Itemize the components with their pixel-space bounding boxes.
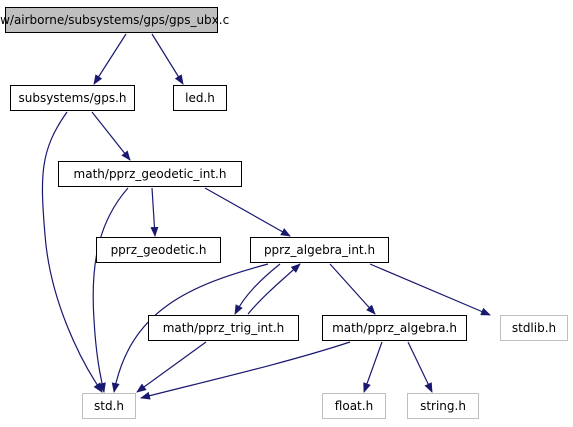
- node-std-h: std.h: [82, 393, 136, 419]
- edge-algebra_int-to-algebra: [329, 263, 376, 315]
- node-string-h: string.h: [407, 393, 479, 419]
- node-label: math/pprz_trig_int.h: [162, 321, 285, 335]
- node-gps-h[interactable]: subsystems/gps.h: [10, 85, 135, 111]
- node-label: pprz_geodetic.h: [110, 243, 207, 257]
- edge-geodetic_int-to-algebra_int: [204, 187, 291, 237]
- node-label: math/pprz_geodetic_int.h: [73, 167, 227, 181]
- edge-geodetic_int-to-std: [92, 187, 129, 393]
- node-label: sw/airborne/subsystems/gps/gps_ubx.c: [0, 13, 230, 27]
- node-pprz-geodetic-int-h[interactable]: math/pprz_geodetic_int.h: [58, 161, 242, 187]
- edge-algebra-to-float: [363, 341, 383, 393]
- node-stdlib-h: stdlib.h: [500, 315, 568, 341]
- edge-gps_ubx-to-gps_h: [93, 33, 127, 85]
- edge-algebra_int-to-std: [111, 263, 269, 393]
- node-pprz-algebra-int-h[interactable]: pprz_algebra_int.h: [250, 237, 389, 263]
- node-gps-ubx-c: sw/airborne/subsystems/gps/gps_ubx.c: [0, 7, 229, 33]
- edge-algebra-to-std: [140, 341, 351, 400]
- edge-algebra_int-to-trig_int: [234, 263, 281, 315]
- edge-trig_int-to-std: [136, 341, 207, 393]
- node-label: math/pprz_algebra.h: [332, 321, 457, 335]
- node-label: float.h: [334, 399, 374, 413]
- node-label: string.h: [420, 399, 466, 413]
- edge-algebra_int-to-stdlib: [369, 263, 491, 316]
- node-pprz-geodetic-h[interactable]: pprz_geodetic.h: [96, 237, 221, 263]
- node-label: std.h: [94, 399, 124, 413]
- edge-gps_h-to-geodetic_int: [91, 111, 131, 161]
- node-pprz-algebra-h[interactable]: math/pprz_algebra.h: [322, 315, 467, 341]
- edge-gps_ubx-to-led_h: [151, 33, 184, 85]
- node-label: subsystems/gps.h: [18, 91, 127, 105]
- node-led-h[interactable]: led.h: [173, 85, 227, 111]
- edge-gps_h-to-std: [41, 111, 103, 393]
- node-label: led.h: [185, 91, 215, 105]
- node-pprz-trig-int-h[interactable]: math/pprz_trig_int.h: [148, 315, 299, 341]
- edge-geodetic_int-to-geodetic: [150, 187, 159, 237]
- node-label: stdlib.h: [511, 321, 557, 335]
- node-float-h: float.h: [322, 393, 386, 419]
- node-label: pprz_algebra_int.h: [263, 243, 376, 257]
- edge-trig_int-to-algebra_int: [247, 263, 301, 315]
- edge-algebra-to-string: [407, 341, 433, 393]
